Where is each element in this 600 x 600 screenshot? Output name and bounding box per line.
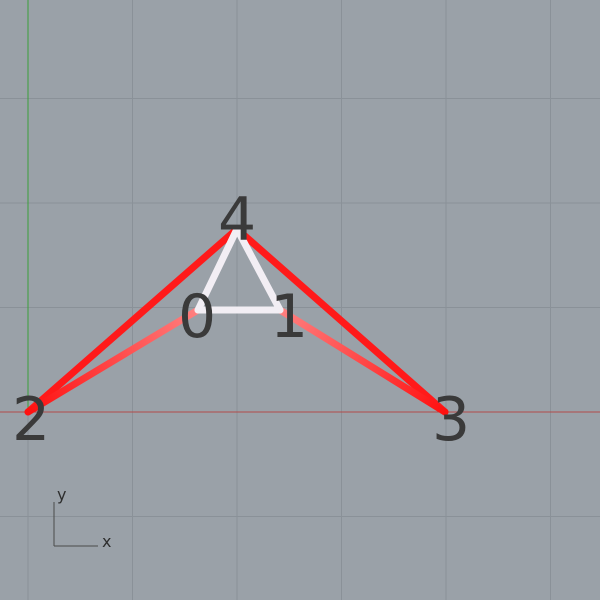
edge-4-3[interactable]: [233, 225, 449, 416]
edge-2-0[interactable]: [24, 306, 202, 416]
vertex-label-1: 1: [270, 282, 308, 352]
vertex-label-0: 0: [178, 282, 216, 352]
widget-y-label: y: [57, 485, 66, 504]
edge-2-4[interactable]: [24, 225, 241, 416]
vertex-label-3: 3: [432, 385, 470, 455]
edge-1-3[interactable]: [276, 306, 449, 416]
vertex-label-2: 2: [12, 385, 50, 455]
vertex-label-4: 4: [218, 185, 256, 255]
widget-x-label: x: [102, 532, 111, 551]
edge-4-1[interactable]: [233, 225, 284, 314]
axis-orientation-widget: y x: [53, 485, 111, 551]
edge-0-4[interactable]: [194, 225, 241, 314]
